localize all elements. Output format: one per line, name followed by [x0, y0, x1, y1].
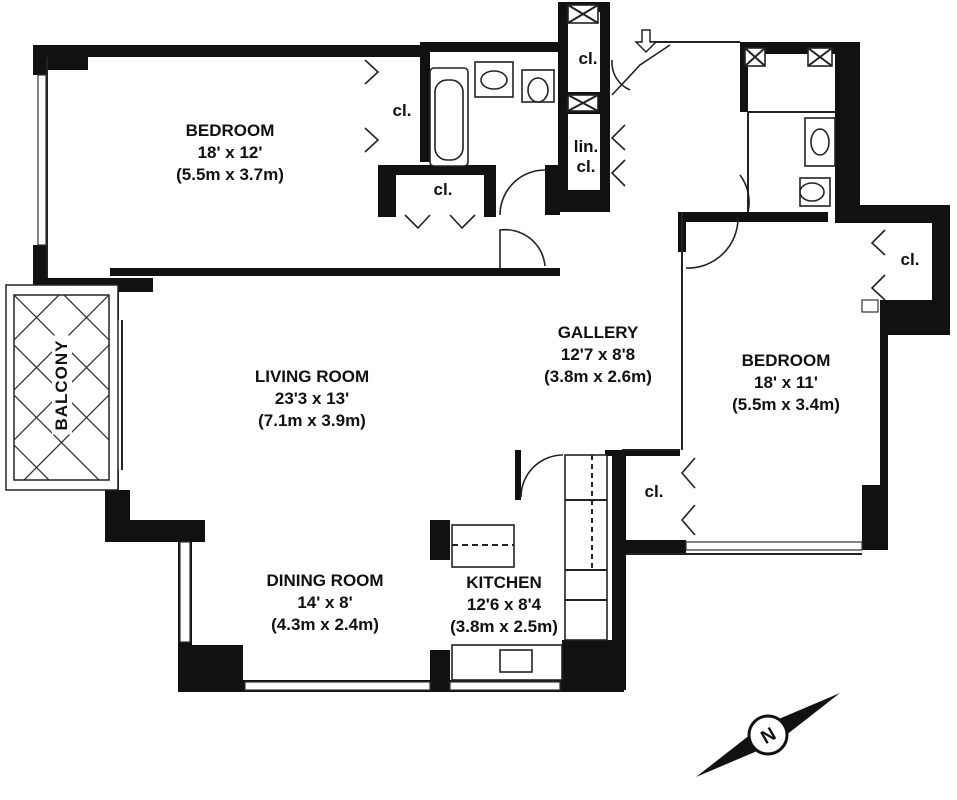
room-name: DINING ROOM: [266, 571, 384, 590]
room-label-bedroom-1: BEDROOM 18' x 12' (5.5m x 3.7m): [176, 120, 284, 186]
closet-label-bedroom1: cl.: [392, 101, 412, 120]
closet-label-hall: cl.: [433, 180, 453, 199]
room-dim-m: (4.3m x 2.4m): [271, 615, 379, 634]
room-name: GALLERY: [557, 323, 639, 342]
closet-label-bedroom2-left: cl.: [644, 482, 664, 501]
room-dim-m: (7.1m x 3.9m): [258, 411, 366, 430]
room-label-dining-room: DINING ROOM 14' x 8' (4.3m x 2.4m): [266, 570, 383, 636]
bathtub-icon: [429, 67, 469, 167]
balcony: [5, 284, 119, 491]
sink-icon-2: [804, 117, 836, 167]
sink-icon: [474, 61, 514, 98]
closet-label-entry: cl.: [578, 49, 598, 68]
room-label-bedroom-2: BEDROOM 18' x 11' (5.5m x 3.4m): [732, 350, 840, 416]
room-dim-m: (3.8m x 2.5m): [450, 617, 558, 636]
entry-arrow-icon: [634, 29, 658, 54]
room-dim-ft: 23'3 x 13': [274, 389, 350, 408]
room-dim-ft: 18' x 12': [197, 143, 263, 162]
room-dim-ft: 14' x 8': [297, 593, 353, 612]
kitchen-sink-icon: [451, 644, 563, 681]
room-name: BEDROOM: [741, 351, 831, 370]
room-dim-m: (5.5m x 3.7m): [176, 165, 284, 184]
room-label-gallery: GALLERY 12'7 x 8'8 (3.8m x 2.6m): [544, 322, 652, 388]
room-dim-ft: 18' x 11': [754, 373, 818, 392]
closet-label-linen: lin. cl.: [574, 137, 599, 177]
linen-line-2: cl.: [576, 157, 596, 176]
vent-boxes: [567, 4, 833, 112]
kitchen-cabinets: [564, 454, 608, 641]
room-label-kitchen: KITCHEN 12'6 x 8'4 (3.8m x 2.5m): [450, 572, 558, 638]
toilet-icon: [521, 69, 555, 103]
room-dim-ft: 12'6 x 8'4: [466, 595, 542, 614]
doors: [364, 44, 886, 536]
room-dim-m: (5.5m x 3.4m): [732, 395, 840, 414]
room-name: LIVING ROOM: [254, 367, 370, 386]
room-label-living-room: LIVING ROOM 23'3 x 13' (7.1m x 3.9m): [255, 366, 369, 432]
closet-label-bedroom2-right: cl.: [900, 250, 920, 269]
linen-line-1: lin.: [573, 137, 599, 156]
room-label-balcony: BALCONY: [52, 335, 72, 435]
room-dim-ft: 12'7 x 8'8: [560, 345, 636, 364]
compass-icon: N: [696, 693, 840, 777]
stove-icon: [451, 524, 515, 568]
interior-lines: [37, 41, 879, 691]
room-dim-m: (3.8m x 2.6m): [544, 367, 652, 386]
toilet-icon-2: [799, 177, 831, 207]
room-name: BEDROOM: [185, 121, 275, 140]
room-name: KITCHEN: [466, 573, 542, 592]
